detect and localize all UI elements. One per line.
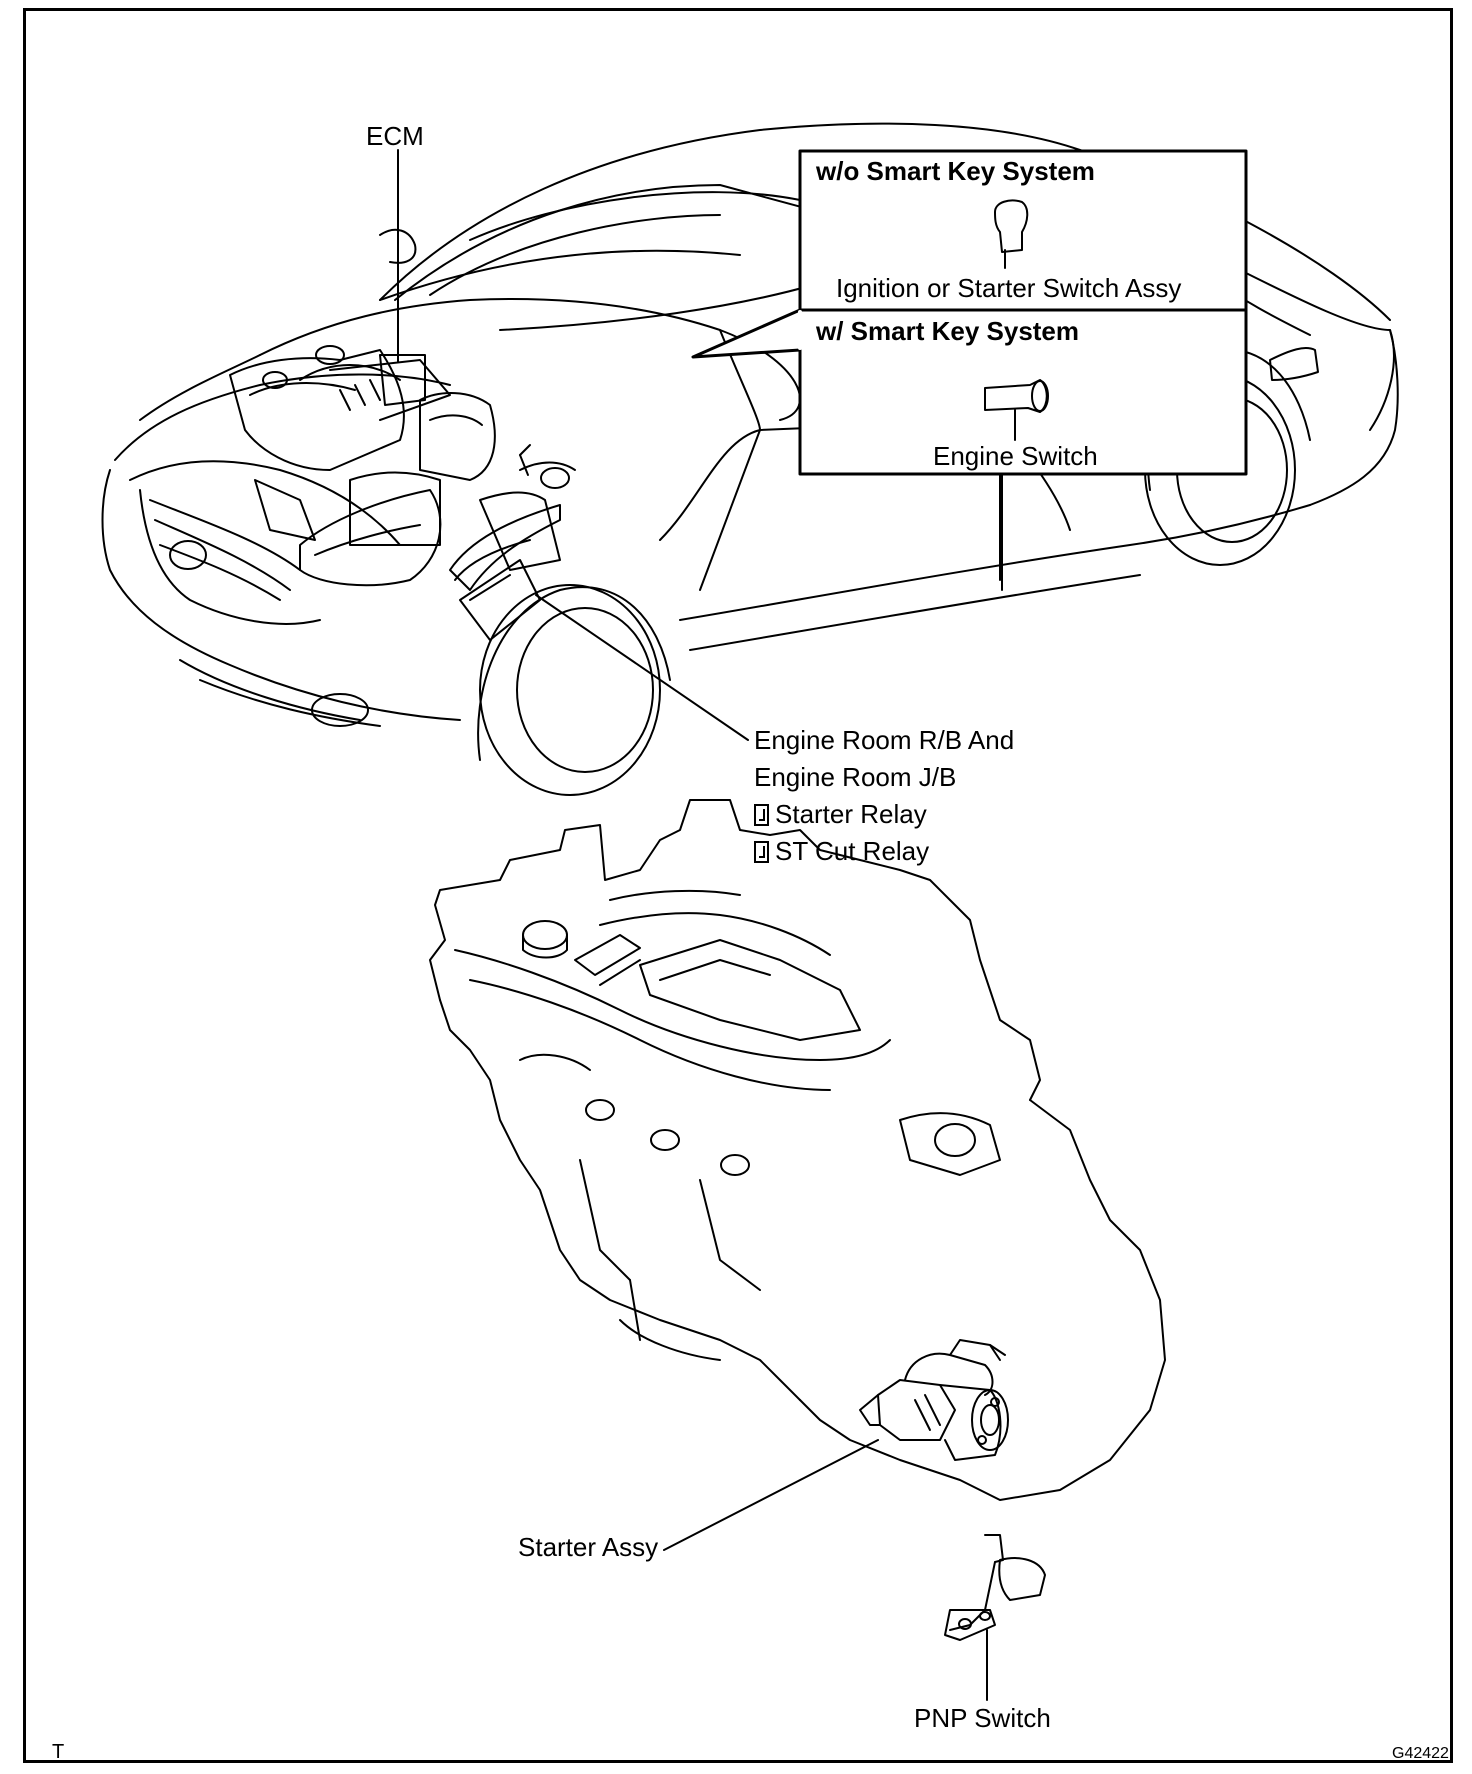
w-smart-key-title: w/ Smart Key System [816, 316, 1080, 346]
ignition-switch-icon [994, 199, 1029, 269]
ecm-label: ECM [366, 121, 424, 151]
engine-switch-label: Engine Switch [933, 441, 1098, 471]
starter-leader [663, 1439, 879, 1551]
engine-room-rb-label: Engine Room R/B And [754, 725, 1015, 755]
engine-room-jb-label: Engine Room J/B [754, 762, 957, 792]
relay-icon [754, 841, 769, 863]
st-cut-relay-text: ST Cut Relay [775, 836, 930, 866]
st-cut-relay-label: ST Cut Relay [754, 838, 929, 864]
pnp-switch-illustration [944, 1534, 1046, 1641]
leader-lines [397, 149, 1003, 1701]
engine-room-leader [535, 594, 749, 741]
starter-motor-illustration [859, 1339, 1009, 1461]
figure-code: G42422 [1392, 1745, 1449, 1762]
ignition-switch-label: Ignition or Starter Switch Assy [836, 273, 1182, 303]
corner-mark: T [52, 1741, 65, 1763]
starter-relay-label: Starter Relay [754, 801, 927, 827]
pnp-switch-label: PNP Switch [914, 1703, 1051, 1733]
wo-smart-key-title: w/o Smart Key System [816, 156, 1095, 186]
relay-icon [754, 804, 769, 826]
w-smart-key-box [798, 308, 1248, 476]
callout-pointer [691, 308, 802, 359]
starter-assy-label: Starter Assy [518, 1532, 659, 1562]
engine-switch-icon [984, 379, 1049, 441]
engine-illustration [429, 799, 1166, 1641]
starter-relay-text: Starter Relay [775, 799, 927, 829]
